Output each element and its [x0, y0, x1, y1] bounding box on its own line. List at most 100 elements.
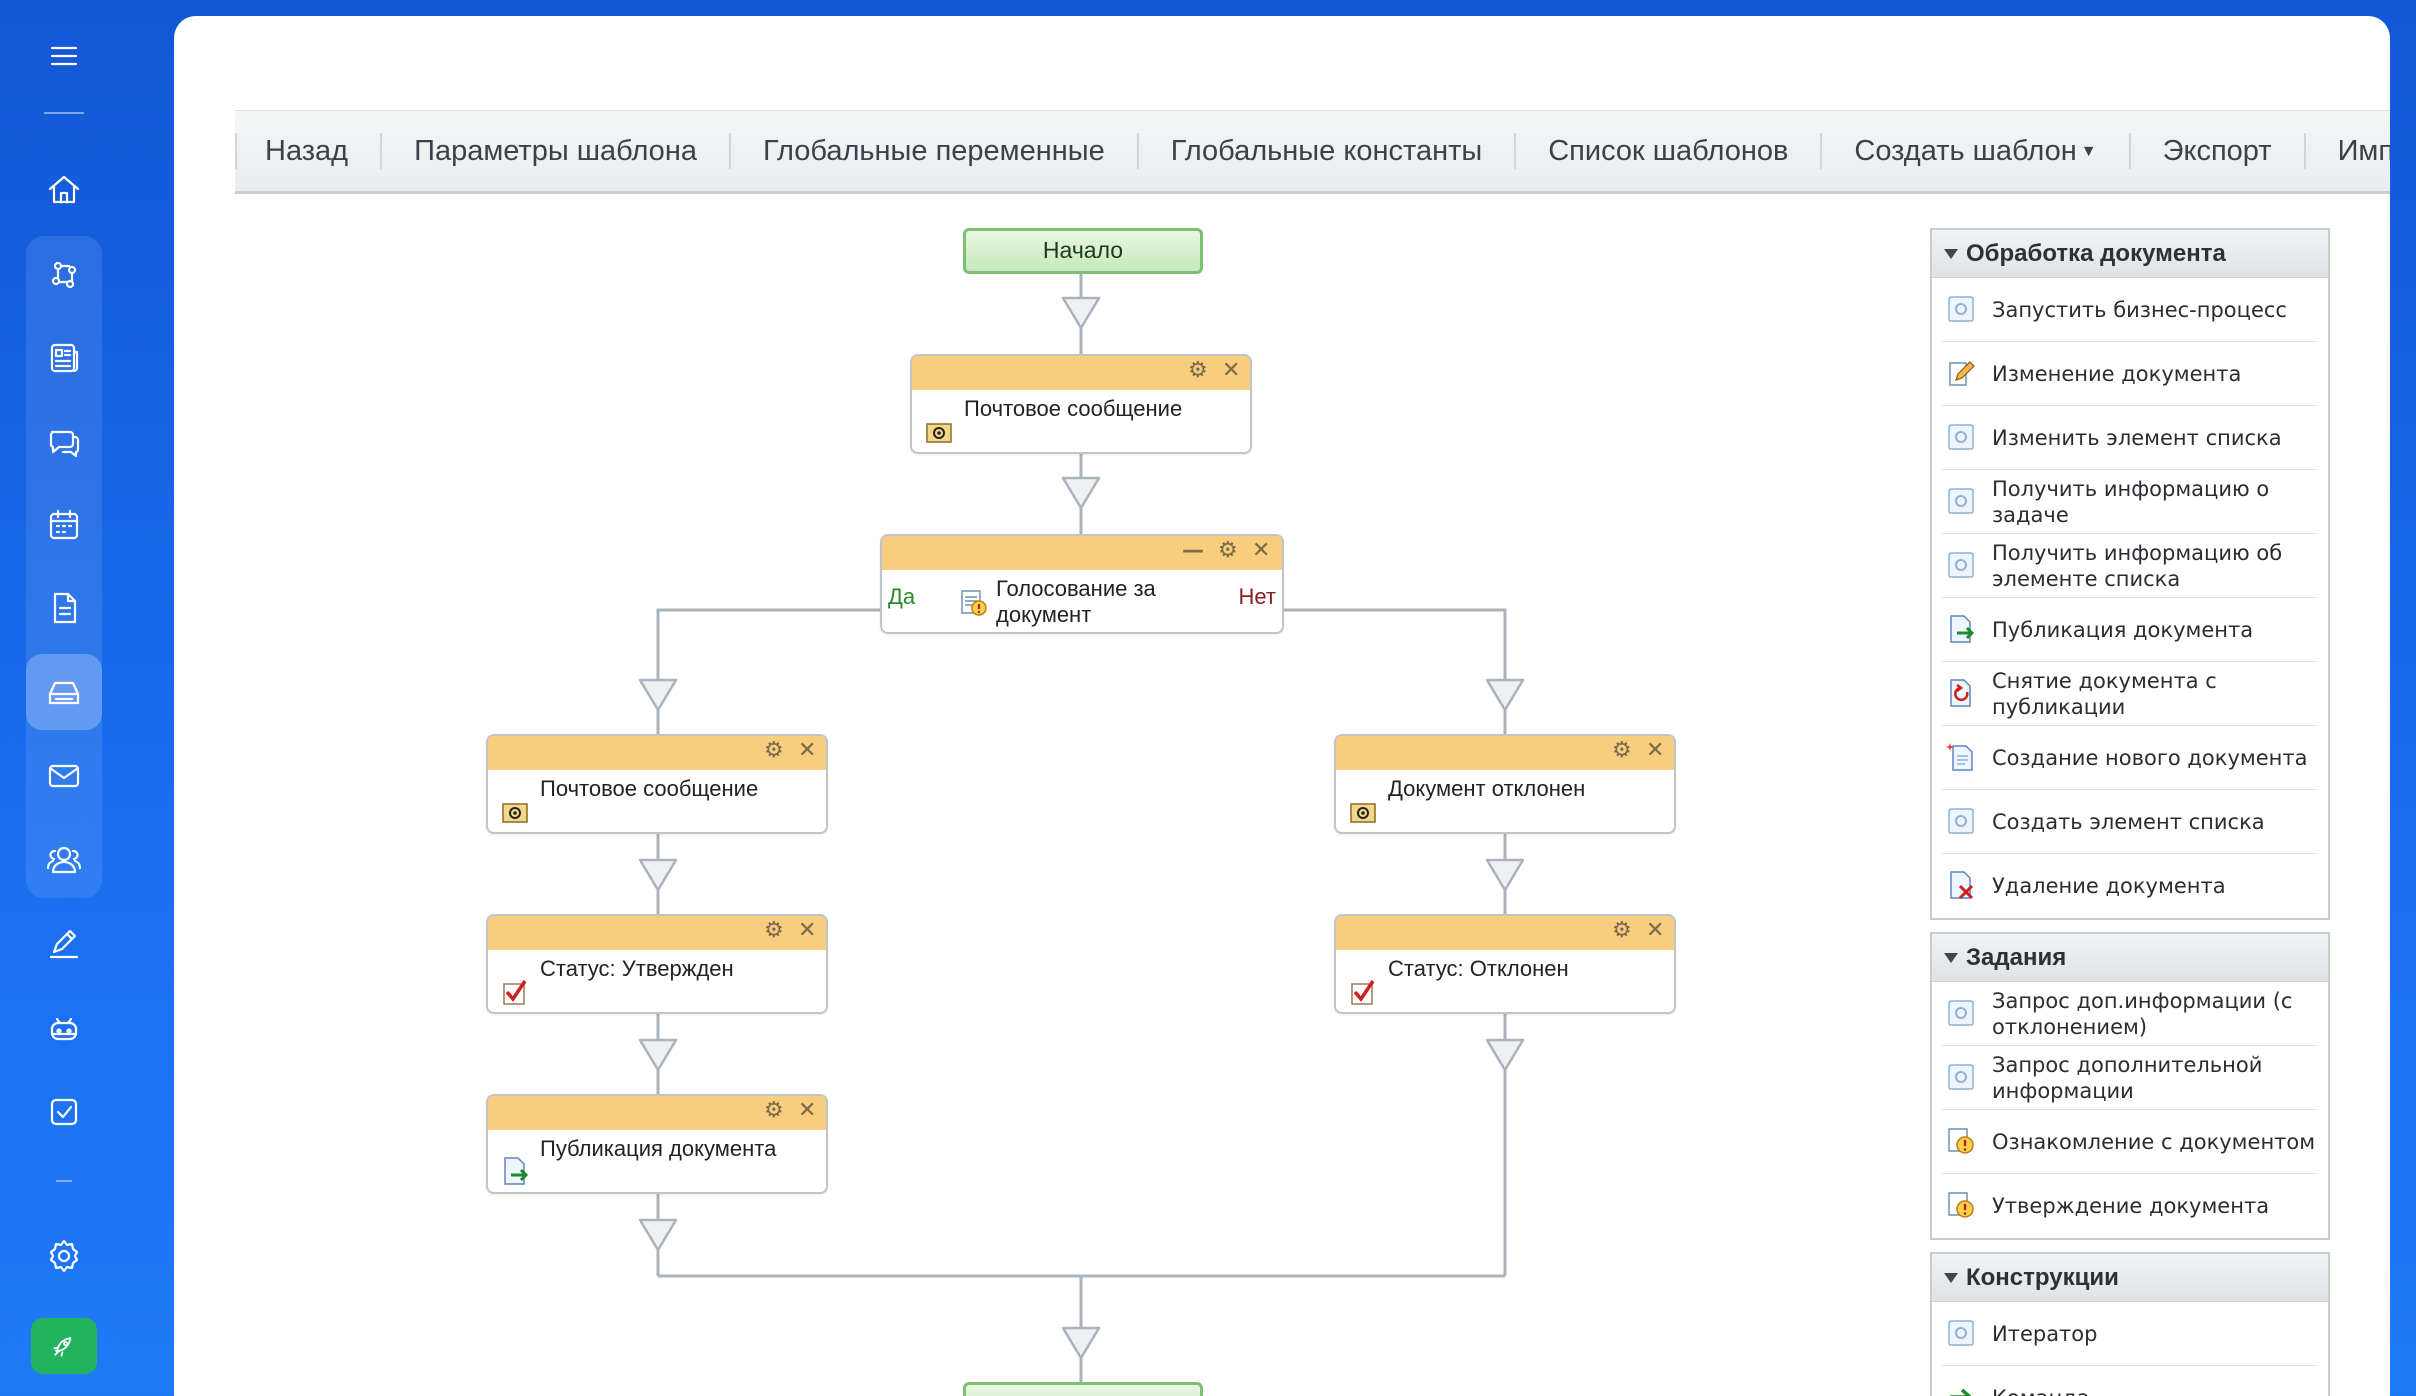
palette-item[interactable]: Создать элемент списка — [1942, 790, 2318, 854]
close-icon[interactable]: ✕ — [798, 738, 817, 763]
palette-item[interactable]: Итератор — [1942, 1302, 2318, 1366]
mail-activity-node[interactable]: ⚙ ✕ Почтовое сообщение — [910, 354, 1252, 454]
close-icon[interactable]: ✕ — [1646, 738, 1665, 763]
news-icon[interactable] — [26, 320, 102, 396]
template-list-button[interactable]: Список шаблонов — [1514, 133, 1820, 169]
palette-item[interactable]: Снятие документа с публикации — [1942, 662, 2318, 726]
sidebar-group — [26, 236, 102, 898]
palette-section-title: Задания — [1966, 943, 2067, 971]
palette-item[interactable]: Удаление документа — [1942, 854, 2318, 918]
end-node[interactable]: К — [963, 1382, 1203, 1396]
gear-icon[interactable]: ⚙ — [764, 918, 784, 943]
node-header: — ⚙ ✕ — [882, 536, 1282, 570]
palette-item[interactable]: Ознакомление с документом — [1942, 1110, 2318, 1174]
mail-icon — [1350, 803, 1376, 823]
yes-branch-label: Да — [888, 584, 916, 609]
collapse-icon — [1944, 1272, 1958, 1283]
palette-section-header[interactable]: Обработка документа — [1932, 230, 2328, 278]
status-activity-node[interactable]: ⚙ ✕ Статус: Утвержден — [486, 914, 828, 1014]
palette-doc-processing: Обработка документа Запустить бизнес-про… — [1930, 228, 2330, 920]
global-consts-button[interactable]: Глобальные константы — [1136, 133, 1514, 169]
gear-icon[interactable]: ⚙ — [1612, 738, 1632, 763]
mail-icon[interactable] — [26, 738, 102, 814]
publish-icon — [504, 1157, 529, 1185]
collapse-icon — [1944, 952, 1958, 963]
publish-activity-node[interactable]: ⚙ ✕ Публикация документа — [486, 1094, 828, 1194]
node-title: Статус: Утвержден — [540, 956, 734, 981]
gear-icon[interactable]: ⚙ — [1188, 358, 1208, 383]
node-title: Документ отклонен — [1388, 776, 1586, 801]
mail-activity-node[interactable]: ⚙ ✕ Почтовое сообщение — [486, 734, 828, 834]
node-header: ⚙ ✕ — [1336, 736, 1674, 770]
delete-document-icon — [1950, 871, 1974, 900]
left-sidebar — [0, 0, 128, 1396]
activity-icon — [1948, 552, 1974, 578]
close-icon[interactable]: ✕ — [1252, 538, 1271, 563]
gear-icon[interactable]: ⚙ — [764, 738, 784, 763]
close-icon[interactable]: ✕ — [1646, 918, 1665, 943]
import-button[interactable]: Имп — [2303, 133, 2390, 169]
workflow-icon[interactable] — [26, 236, 102, 312]
robot-icon[interactable] — [26, 990, 102, 1066]
flow-arrows — [638, 296, 1525, 1360]
gear-icon[interactable]: ⚙ — [1218, 538, 1238, 563]
create-template-button[interactable]: Создать шаблон▼ — [1820, 133, 2128, 169]
rocket-icon[interactable] — [31, 1318, 97, 1374]
palette-item[interactable]: Получить информацию об элементе списка — [1942, 534, 2318, 598]
activity-icon — [1948, 1320, 1974, 1346]
sidebar-divider — [44, 112, 84, 114]
drive-icon[interactable] — [26, 654, 102, 730]
calendar-icon[interactable] — [26, 487, 102, 563]
status-activity-node[interactable]: ⚙ ✕ Статус: Отклонен — [1334, 914, 1676, 1014]
start-node[interactable]: Начало — [963, 228, 1203, 274]
people-icon[interactable] — [26, 822, 102, 898]
tasks-icon[interactable] — [26, 1074, 102, 1150]
node-title: Голосование за документ — [996, 576, 1156, 627]
vote-icon — [961, 590, 987, 616]
palette-item[interactable]: Создание нового документа — [1942, 726, 2318, 790]
chat-icon[interactable] — [26, 404, 102, 480]
palette-item[interactable]: Утверждение документа — [1942, 1174, 2318, 1238]
home-icon[interactable] — [26, 152, 102, 228]
node-header: ⚙ ✕ — [1336, 916, 1674, 950]
vote-activity-node[interactable]: — ⚙ ✕ Голосование за документ Да Нет — [880, 534, 1284, 634]
mail-icon — [502, 803, 528, 823]
main-panel: Назад Параметры шаблона Глобальные перем… — [174, 16, 2390, 1396]
status-check-icon — [1351, 980, 1375, 1005]
palette-item[interactable]: Запрос доп.информации (с отклонением) — [1942, 982, 2318, 1046]
export-button[interactable]: Экспорт — [2128, 133, 2304, 169]
unpublish-icon — [1950, 679, 1971, 707]
palette-item[interactable]: Команда — [1942, 1366, 2318, 1396]
template-params-button[interactable]: Параметры шаблона — [380, 133, 729, 169]
new-document-icon — [1946, 743, 1973, 771]
command-icon — [1950, 1388, 1972, 1396]
palette-tasks: Задания Запрос доп.информации (с отклоне… — [1930, 932, 2330, 1240]
palette-item[interactable]: Изменение документа — [1942, 342, 2318, 406]
document-icon[interactable] — [26, 570, 102, 646]
palette-section-header[interactable]: Задания — [1932, 934, 2328, 982]
palette-section-title: Конструкции — [1966, 1263, 2119, 1291]
mail-activity-node[interactable]: ⚙ ✕ Документ отклонен — [1334, 734, 1676, 834]
palette-item[interactable]: Изменить элемент списка — [1942, 406, 2318, 470]
back-button[interactable]: Назад — [235, 133, 380, 169]
gear-icon[interactable]: ⚙ — [764, 1098, 784, 1123]
chevron-down-icon: ▼ — [2080, 143, 2097, 161]
gear-icon[interactable] — [26, 1218, 102, 1294]
palette-item[interactable]: Публикация документа — [1942, 598, 2318, 662]
palette-item[interactable]: Получить информацию о задаче — [1942, 470, 2318, 534]
node-header: ⚙ ✕ — [488, 1096, 826, 1130]
sign-icon[interactable] — [26, 906, 102, 982]
gear-icon[interactable]: ⚙ — [1612, 918, 1632, 943]
minimize-icon[interactable]: — — [1182, 538, 1204, 563]
close-icon[interactable]: ✕ — [1222, 358, 1241, 383]
palette-item[interactable]: Запрос дополнительной информации — [1942, 1046, 2318, 1110]
create-template-label: Создать шаблон — [1854, 135, 2077, 167]
global-vars-button[interactable]: Глобальные переменные — [728, 133, 1137, 169]
palette-section-header[interactable]: Конструкции — [1932, 1254, 2328, 1302]
palette-constructs: Конструкции Итератор Команда — [1930, 1252, 2330, 1396]
close-icon[interactable]: ✕ — [798, 1098, 817, 1123]
mail-icon — [926, 423, 952, 443]
menu-icon[interactable] — [26, 18, 102, 94]
palette-item[interactable]: Запустить бизнес-процесс — [1942, 278, 2318, 342]
close-icon[interactable]: ✕ — [798, 918, 817, 943]
